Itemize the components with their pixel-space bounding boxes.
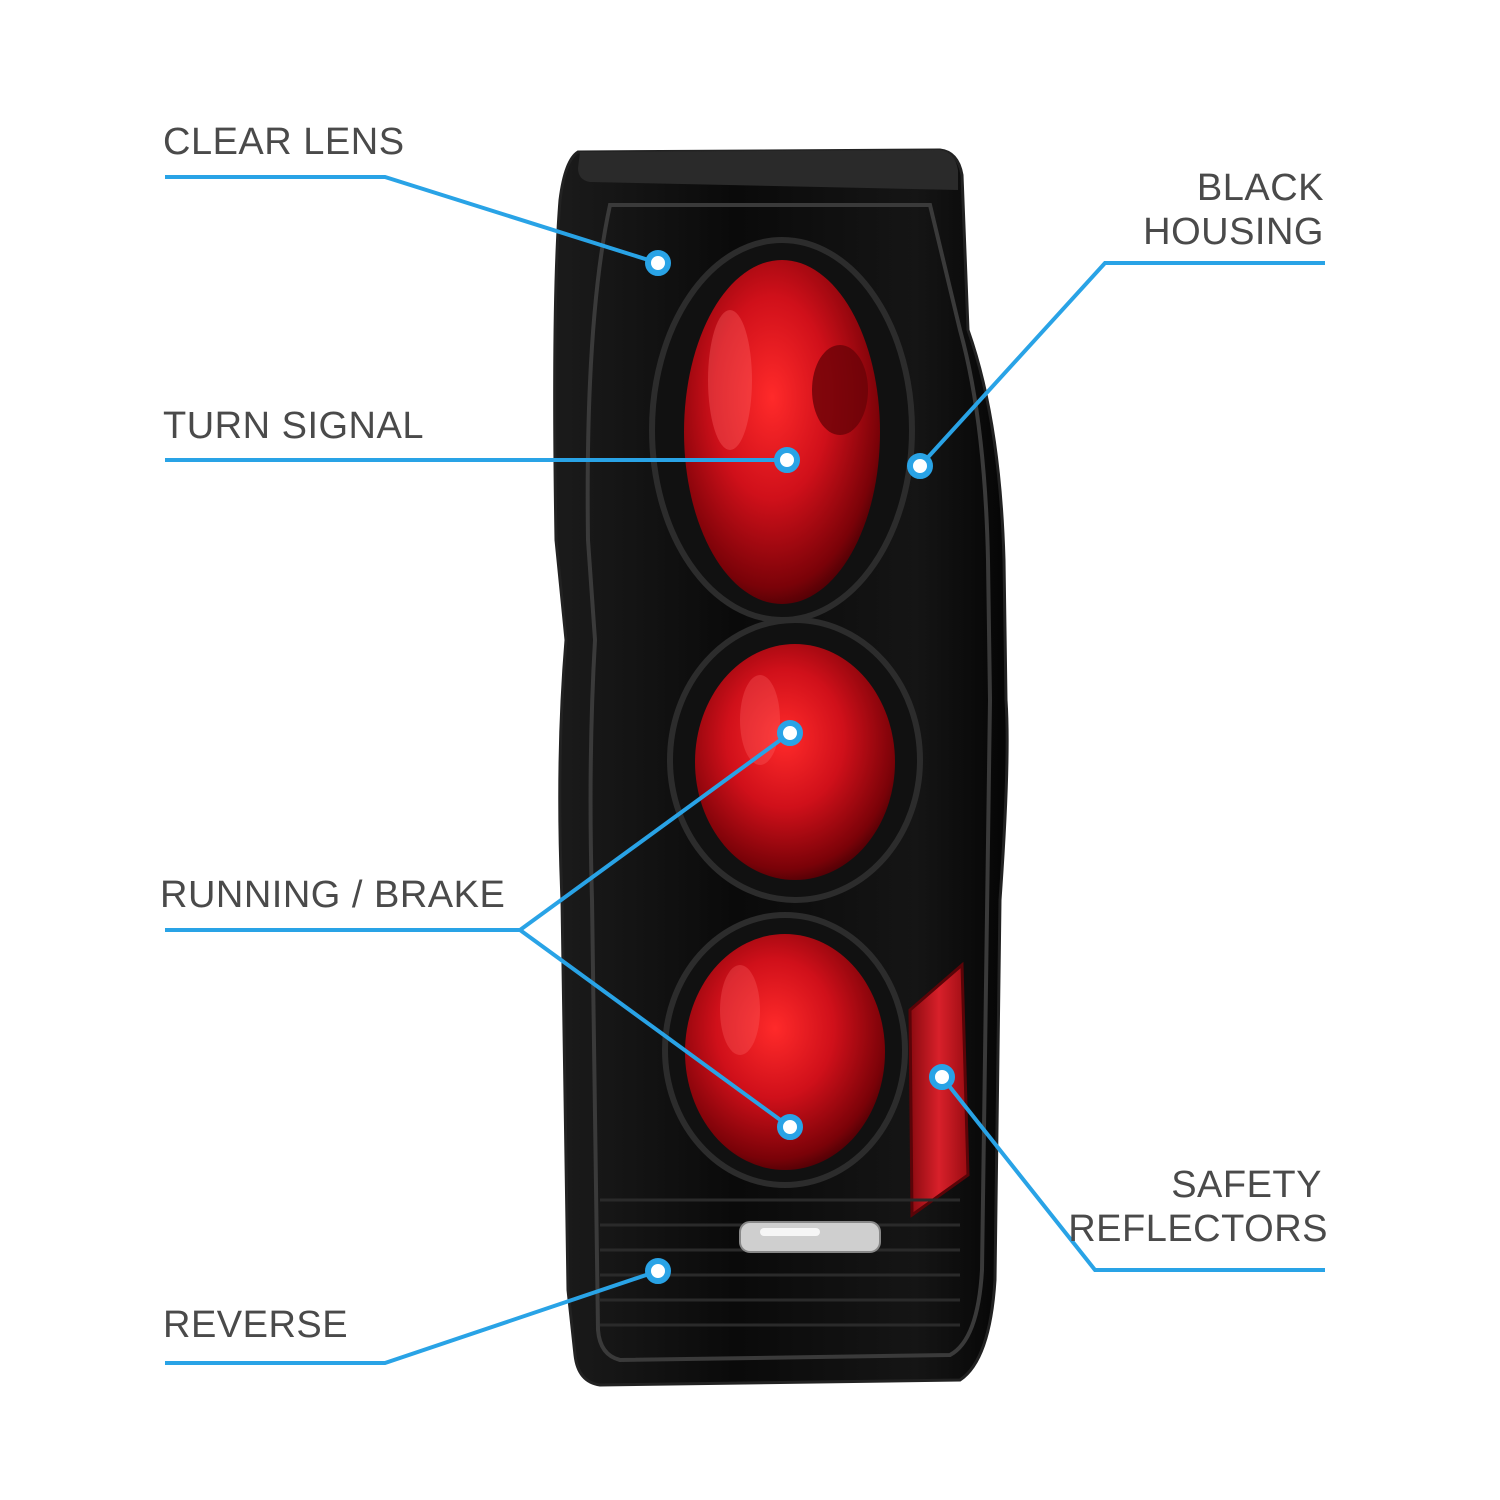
callout-lines xyxy=(165,175,1325,1365)
callout-dot-turn-signal xyxy=(774,447,800,473)
label-safety-reflectors-line1: SAFETY xyxy=(1171,1164,1322,1206)
callout-line-reverse xyxy=(165,1269,659,1365)
housing-top-rim xyxy=(578,150,958,190)
callout-dot-running-brake-lower xyxy=(777,1114,803,1140)
callout-line-clear-lens xyxy=(165,175,659,265)
callout-line-black-housing xyxy=(918,261,1325,468)
label-black-housing: BLACK HOUSING xyxy=(1143,166,1324,254)
label-black-housing-line1: BLACK xyxy=(1196,167,1324,209)
callout-dots xyxy=(645,250,955,1284)
reverse-bulb-chrome xyxy=(739,1221,881,1253)
running-brake-lower-highlight xyxy=(720,965,760,1055)
callout-dot-running-brake-upper xyxy=(777,720,803,746)
label-black-housing-line2: HOUSING xyxy=(1143,211,1324,253)
reverse-bulb-shine xyxy=(760,1228,820,1236)
turn-signal-highlight xyxy=(708,310,752,450)
label-running-brake: RUNNING / BRAKE xyxy=(160,874,506,916)
label-clear-lens: CLEAR LENS xyxy=(163,121,405,163)
turn-signal-reflector-cup xyxy=(812,345,868,435)
running-brake-highlight xyxy=(740,675,780,765)
callout-dot-black-housing xyxy=(907,453,933,479)
turn-signal-lens xyxy=(684,260,880,604)
callout-dot-clear-lens xyxy=(645,250,671,276)
callout-line-safety-reflectors xyxy=(940,1075,1325,1272)
callout-line-running-brake-lower xyxy=(518,928,792,1129)
label-reverse: REVERSE xyxy=(163,1304,349,1346)
callout-dot-reverse xyxy=(645,1258,671,1284)
callout-dot-safety-reflectors xyxy=(929,1064,955,1090)
label-turn-signal: TURN SIGNAL xyxy=(163,405,424,447)
clear-lens-border xyxy=(585,203,993,1363)
label-safety-reflectors-line2: REFLECTORS xyxy=(1068,1208,1328,1250)
running-brake-lens-lower xyxy=(685,934,885,1170)
safety-reflector xyxy=(908,961,970,1218)
running-brake-lens-upper xyxy=(695,644,895,880)
label-safety-reflectors: SAFETY REFLECTORS xyxy=(1068,1163,1328,1251)
